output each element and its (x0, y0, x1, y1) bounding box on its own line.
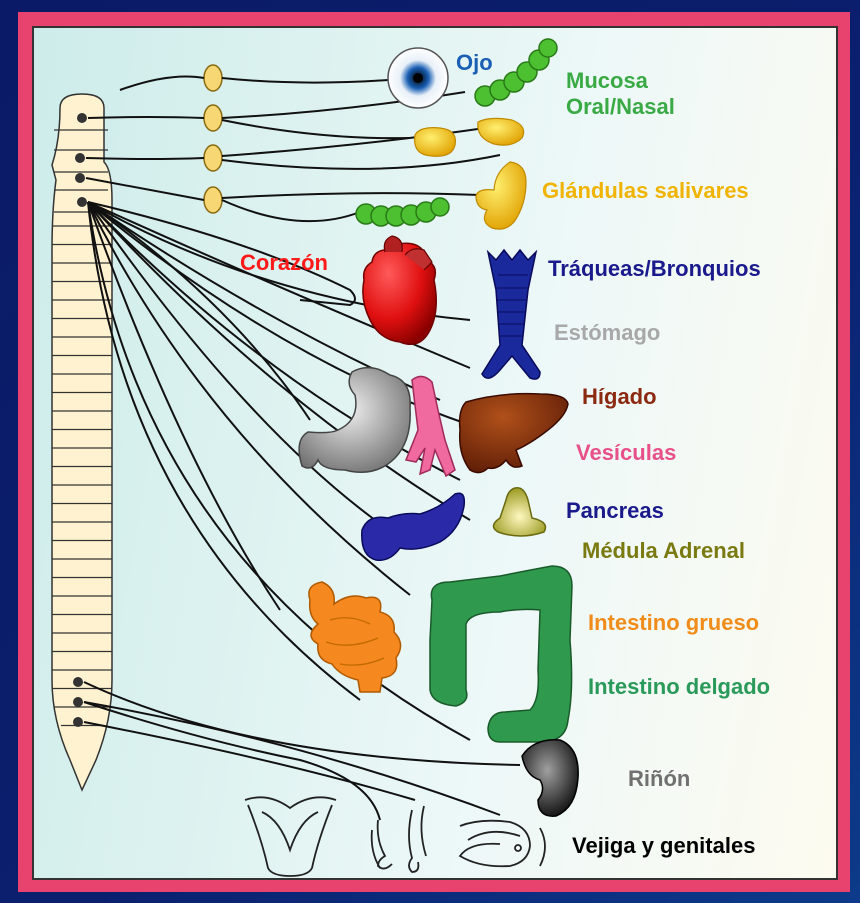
kidney-icon (522, 740, 578, 816)
label-vesiculas: Vesículas (576, 440, 676, 465)
spinal-cord (52, 94, 112, 790)
label-corazon: Corazón (240, 250, 328, 275)
label-mucosa-line1: Mucosa (566, 68, 649, 93)
ganglia (204, 65, 222, 213)
liver-icon (460, 394, 568, 473)
pancreas-icon (362, 493, 465, 560)
label-ojo: Ojo (456, 50, 493, 75)
label-pancreas: Pancreas (566, 498, 664, 523)
label-delgado: Intestino delgado (588, 674, 770, 699)
label-higado: Hígado (582, 384, 657, 409)
stomach-icon (299, 368, 410, 473)
label-grueso: Intestino grueso (588, 610, 759, 635)
trachea-icon (482, 250, 540, 379)
label-glandulas: Glándulas salivares (542, 178, 749, 203)
large-intestine-icon (430, 566, 572, 742)
label-rinon: Riñón (628, 766, 690, 791)
label-vejiga: Vejiga y genitales (572, 833, 755, 858)
salivary-beads-icon (356, 198, 449, 226)
small-intestine-icon (309, 582, 401, 692)
eye-icon (388, 48, 448, 108)
label-mucosa-line2: Oral/Nasal (566, 94, 675, 119)
label-medula: Médula Adrenal (582, 538, 745, 563)
adrenal-gland-icon (493, 488, 545, 536)
genitals-icon (245, 797, 545, 876)
label-traqueas: Tráqueas/Bronquios (548, 256, 761, 281)
label-estomago: Estómago (554, 320, 660, 345)
gallbladder-icon (406, 376, 455, 476)
